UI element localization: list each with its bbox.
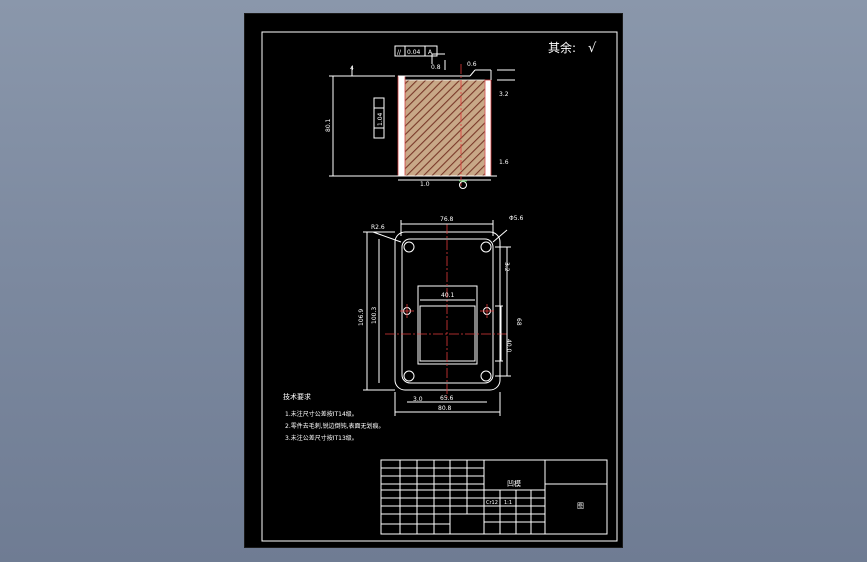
dim-bottom-left: 3.0	[413, 396, 423, 403]
dim-left-inner: 100.3	[371, 307, 378, 324]
cad-drawing: 其余: √ // 0.04 A	[261, 31, 618, 542]
center-cavity	[419, 305, 476, 362]
dim-bottom-inner: 65.6	[440, 395, 454, 402]
title-block: 凹模 图 1:1 Cr12	[380, 459, 608, 535]
svg-text://: //	[397, 49, 402, 56]
notes-title: 技术要求	[283, 392, 311, 401]
surface-note: 其余:	[548, 40, 576, 55]
dim-left-outer: 106.9	[358, 309, 365, 326]
inner-border	[261, 31, 618, 542]
svg-text:A: A	[428, 49, 433, 56]
dim-side-mark: 3.2	[503, 262, 510, 272]
front-section-view: // 0.04 A 1.04 80.1 4 0.8 0.6 3.2 1.6 1.…	[325, 45, 515, 189]
section-hatch	[403, 79, 486, 177]
plan-view: 76.8 R2.6 Φ5.6 40.1 106.9 100.3 68 40.0 …	[358, 215, 523, 416]
corner-hole-br	[480, 370, 492, 382]
gdt-frame: // 0.04 A	[394, 45, 438, 57]
dim-top-left-r: R2.6	[371, 224, 385, 231]
outer-profile	[394, 231, 501, 391]
note-line-2: 2.零件去毛刺,锐边倒钝,表面无划痕。	[285, 422, 385, 430]
title-right-label: 图	[577, 502, 584, 510]
dim-top-left: 4	[350, 65, 354, 72]
dim-top-mid: 0.8	[431, 64, 441, 71]
corner-hole-tl	[403, 241, 415, 253]
title-material: Cr12	[486, 500, 498, 506]
note-line-1: 1.未注尺寸公差按IT14级。	[285, 410, 358, 418]
technical-notes: 技术要求 1.未注尺寸公差按IT14级。 2.零件去毛刺,锐边倒钝,表面无划痕。…	[283, 392, 385, 442]
dim-top-right-phi: Φ5.6	[509, 215, 523, 222]
surface-roughness-icon: √	[588, 41, 597, 56]
dim-top-right: 0.6	[467, 61, 477, 68]
left-gdt-value: 1.04	[377, 112, 384, 126]
dim-right-bottom: 1.6	[499, 159, 509, 166]
dim-right-height: 68	[515, 318, 522, 326]
right-wall	[484, 79, 492, 177]
datum-a-icon	[459, 181, 467, 189]
svg-text:0.04: 0.04	[407, 49, 421, 56]
corner-hole-tr	[480, 241, 492, 253]
left-wall	[397, 75, 406, 177]
dim-right-top: 3.2	[499, 91, 509, 98]
dim-inner-width: 40.1	[441, 292, 455, 299]
dim-bottom-overall: 80.8	[438, 405, 452, 412]
drawing-sheet: 其余: √ // 0.04 A	[244, 13, 623, 548]
note-line-3: 3.未注公差尺寸按IT13级。	[285, 434, 358, 442]
dim-bottom-mark: 1.0	[420, 181, 430, 188]
dim-right-inner: 40.0	[505, 339, 512, 353]
dim-left-height: 80.1	[325, 118, 332, 132]
corner-hole-bl	[403, 370, 415, 382]
title-part-name: 凹模	[507, 479, 521, 488]
dim-top-width: 76.8	[440, 216, 454, 223]
title-scale: 1:1	[504, 500, 512, 506]
